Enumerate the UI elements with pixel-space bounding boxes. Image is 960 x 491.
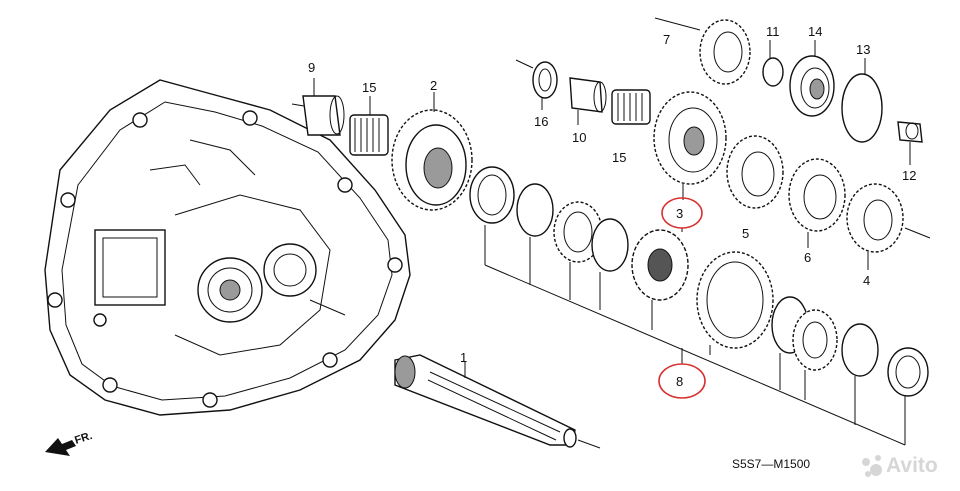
label-part-8: 8 bbox=[676, 374, 683, 389]
assembly-bracket-lines bbox=[484, 225, 906, 446]
sleeve-gear bbox=[631, 229, 689, 301]
label-part-11: 11 bbox=[766, 24, 780, 39]
diagram-code: S5S7—M1500 bbox=[732, 457, 810, 471]
synchro-ring-right bbox=[887, 347, 929, 397]
part-13-snap-ring bbox=[841, 73, 883, 143]
front-direction-marker: FR. bbox=[45, 430, 94, 456]
part-4-gear bbox=[846, 183, 931, 253]
part-15-needle-bearing-right bbox=[611, 89, 651, 125]
part-11-washer bbox=[762, 57, 784, 87]
label-part-2: 2 bbox=[430, 78, 437, 93]
label-part-4: 4 bbox=[863, 273, 870, 288]
label-part-6: 6 bbox=[804, 250, 811, 265]
part-6-gear bbox=[788, 158, 846, 232]
part-9-bearing-race bbox=[291, 95, 345, 136]
callout-circle-8 bbox=[658, 363, 706, 399]
leader-lines bbox=[313, 40, 911, 378]
part-12-plug bbox=[897, 121, 923, 143]
part-14-bearing bbox=[789, 55, 835, 117]
part-16-washer bbox=[515, 59, 558, 99]
part-3-gear bbox=[653, 91, 727, 185]
part-7-gear bbox=[654, 17, 751, 85]
spring-ring-left bbox=[591, 218, 629, 272]
front-arrow-icon bbox=[45, 438, 76, 456]
part-5-gear bbox=[726, 135, 784, 209]
label-part-14: 14 bbox=[808, 24, 822, 39]
label-part-13: 13 bbox=[856, 42, 870, 57]
mainshaft bbox=[394, 354, 601, 449]
callout-circle-3 bbox=[661, 197, 703, 229]
snap-ring-right bbox=[841, 323, 879, 377]
synchro-ring-left bbox=[469, 166, 515, 224]
label-part-10: 10 bbox=[572, 130, 586, 145]
label-part-15-left: 15 bbox=[362, 80, 376, 95]
label-part-16: 16 bbox=[534, 114, 548, 129]
watermark-text: Avito bbox=[886, 454, 938, 477]
label-part-9: 9 bbox=[308, 60, 315, 75]
part-8-gear bbox=[696, 251, 774, 349]
label-part-15-right: 15 bbox=[612, 150, 626, 165]
part-15-needle-bearing-left bbox=[349, 114, 389, 156]
label-part-5: 5 bbox=[742, 226, 749, 241]
label-part-3: 3 bbox=[676, 206, 683, 221]
part-10-collar bbox=[569, 77, 607, 113]
front-label: FR. bbox=[73, 430, 94, 447]
transmission-housing bbox=[44, 79, 411, 416]
label-part-1: 1 bbox=[460, 350, 467, 365]
avito-watermark: Avito bbox=[862, 454, 938, 477]
part-labels: 1 2 3 4 5 6 7 8 9 10 11 12 13 14 15 15 1… bbox=[308, 24, 916, 389]
synchro-hub-right bbox=[792, 309, 838, 371]
part-2-gear bbox=[391, 109, 473, 211]
snap-ring-left bbox=[516, 183, 554, 237]
label-part-12: 12 bbox=[902, 168, 916, 183]
label-part-7: 7 bbox=[663, 32, 670, 47]
